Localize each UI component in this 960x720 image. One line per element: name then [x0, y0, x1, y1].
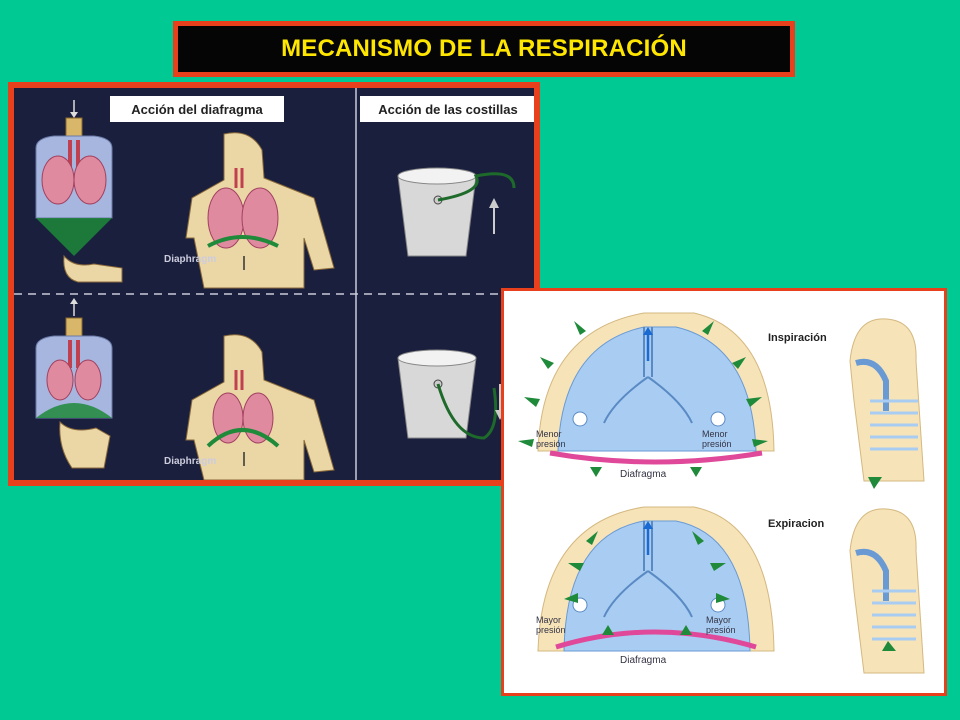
- inspiration-expiration-panel: Menor presión Menor presión Diafragma In…: [501, 288, 947, 696]
- side-figure-inspiration: [849, 318, 925, 489]
- pressure-right-expiration-2: presión: [706, 625, 736, 635]
- inspiration-expiration-illustration: Menor presión Menor presión Diafragma In…: [504, 291, 944, 693]
- human-figure-bottom: [185, 334, 335, 480]
- thorax-expiration: [537, 506, 775, 652]
- pressure-right-inspiration-1: Menor: [702, 429, 728, 439]
- diaphragm-label-inspiration: Diafragma: [620, 469, 667, 480]
- human-figure-top: [185, 132, 335, 289]
- diaphragm-label-bottom: Diaphragm: [164, 456, 216, 467]
- bucket-top: [397, 167, 516, 257]
- pressure-right-inspiration-2: presión: [702, 439, 732, 449]
- expiration-title: Expiracion: [768, 518, 825, 530]
- pressure-left-expiration-1: Mayor: [536, 615, 561, 625]
- pressure-left-inspiration-1: Menor: [536, 429, 562, 439]
- pressure-left-inspiration-2: presión: [536, 439, 566, 449]
- pressure-left-expiration-2: presión: [536, 625, 566, 635]
- diaphragm-ribs-panel: Acción del diafragma Acción de las costi…: [8, 82, 540, 486]
- diaphragm-label-expiration: Diafragma: [620, 655, 667, 666]
- side-figure-expiration: [849, 508, 925, 674]
- compression-arrows-expiration: [564, 531, 730, 635]
- diaphragm-label-top: Diaphragm: [164, 254, 216, 265]
- bell-jar-model-bottom: [35, 298, 113, 469]
- title-banner: MECANISMO DE LA RESPIRACIÓN: [173, 21, 795, 77]
- pressure-right-expiration-1: Mayor: [706, 615, 731, 625]
- header-ribs-action: Acción de las costillas: [378, 102, 517, 117]
- expansion-arrows-inspiration: [518, 321, 768, 477]
- thorax-inspiration: [537, 312, 775, 465]
- inspiration-title: Inspiración: [768, 332, 827, 344]
- diaphragm-ribs-illustration: Acción del diafragma Acción de las costi…: [14, 88, 534, 480]
- bell-jar-model-top: [35, 100, 123, 283]
- header-diaphragm-action: Acción del diafragma: [131, 102, 263, 117]
- page-title: MECANISMO DE LA RESPIRACIÓN: [281, 35, 687, 62]
- bucket-bottom: [397, 349, 505, 440]
